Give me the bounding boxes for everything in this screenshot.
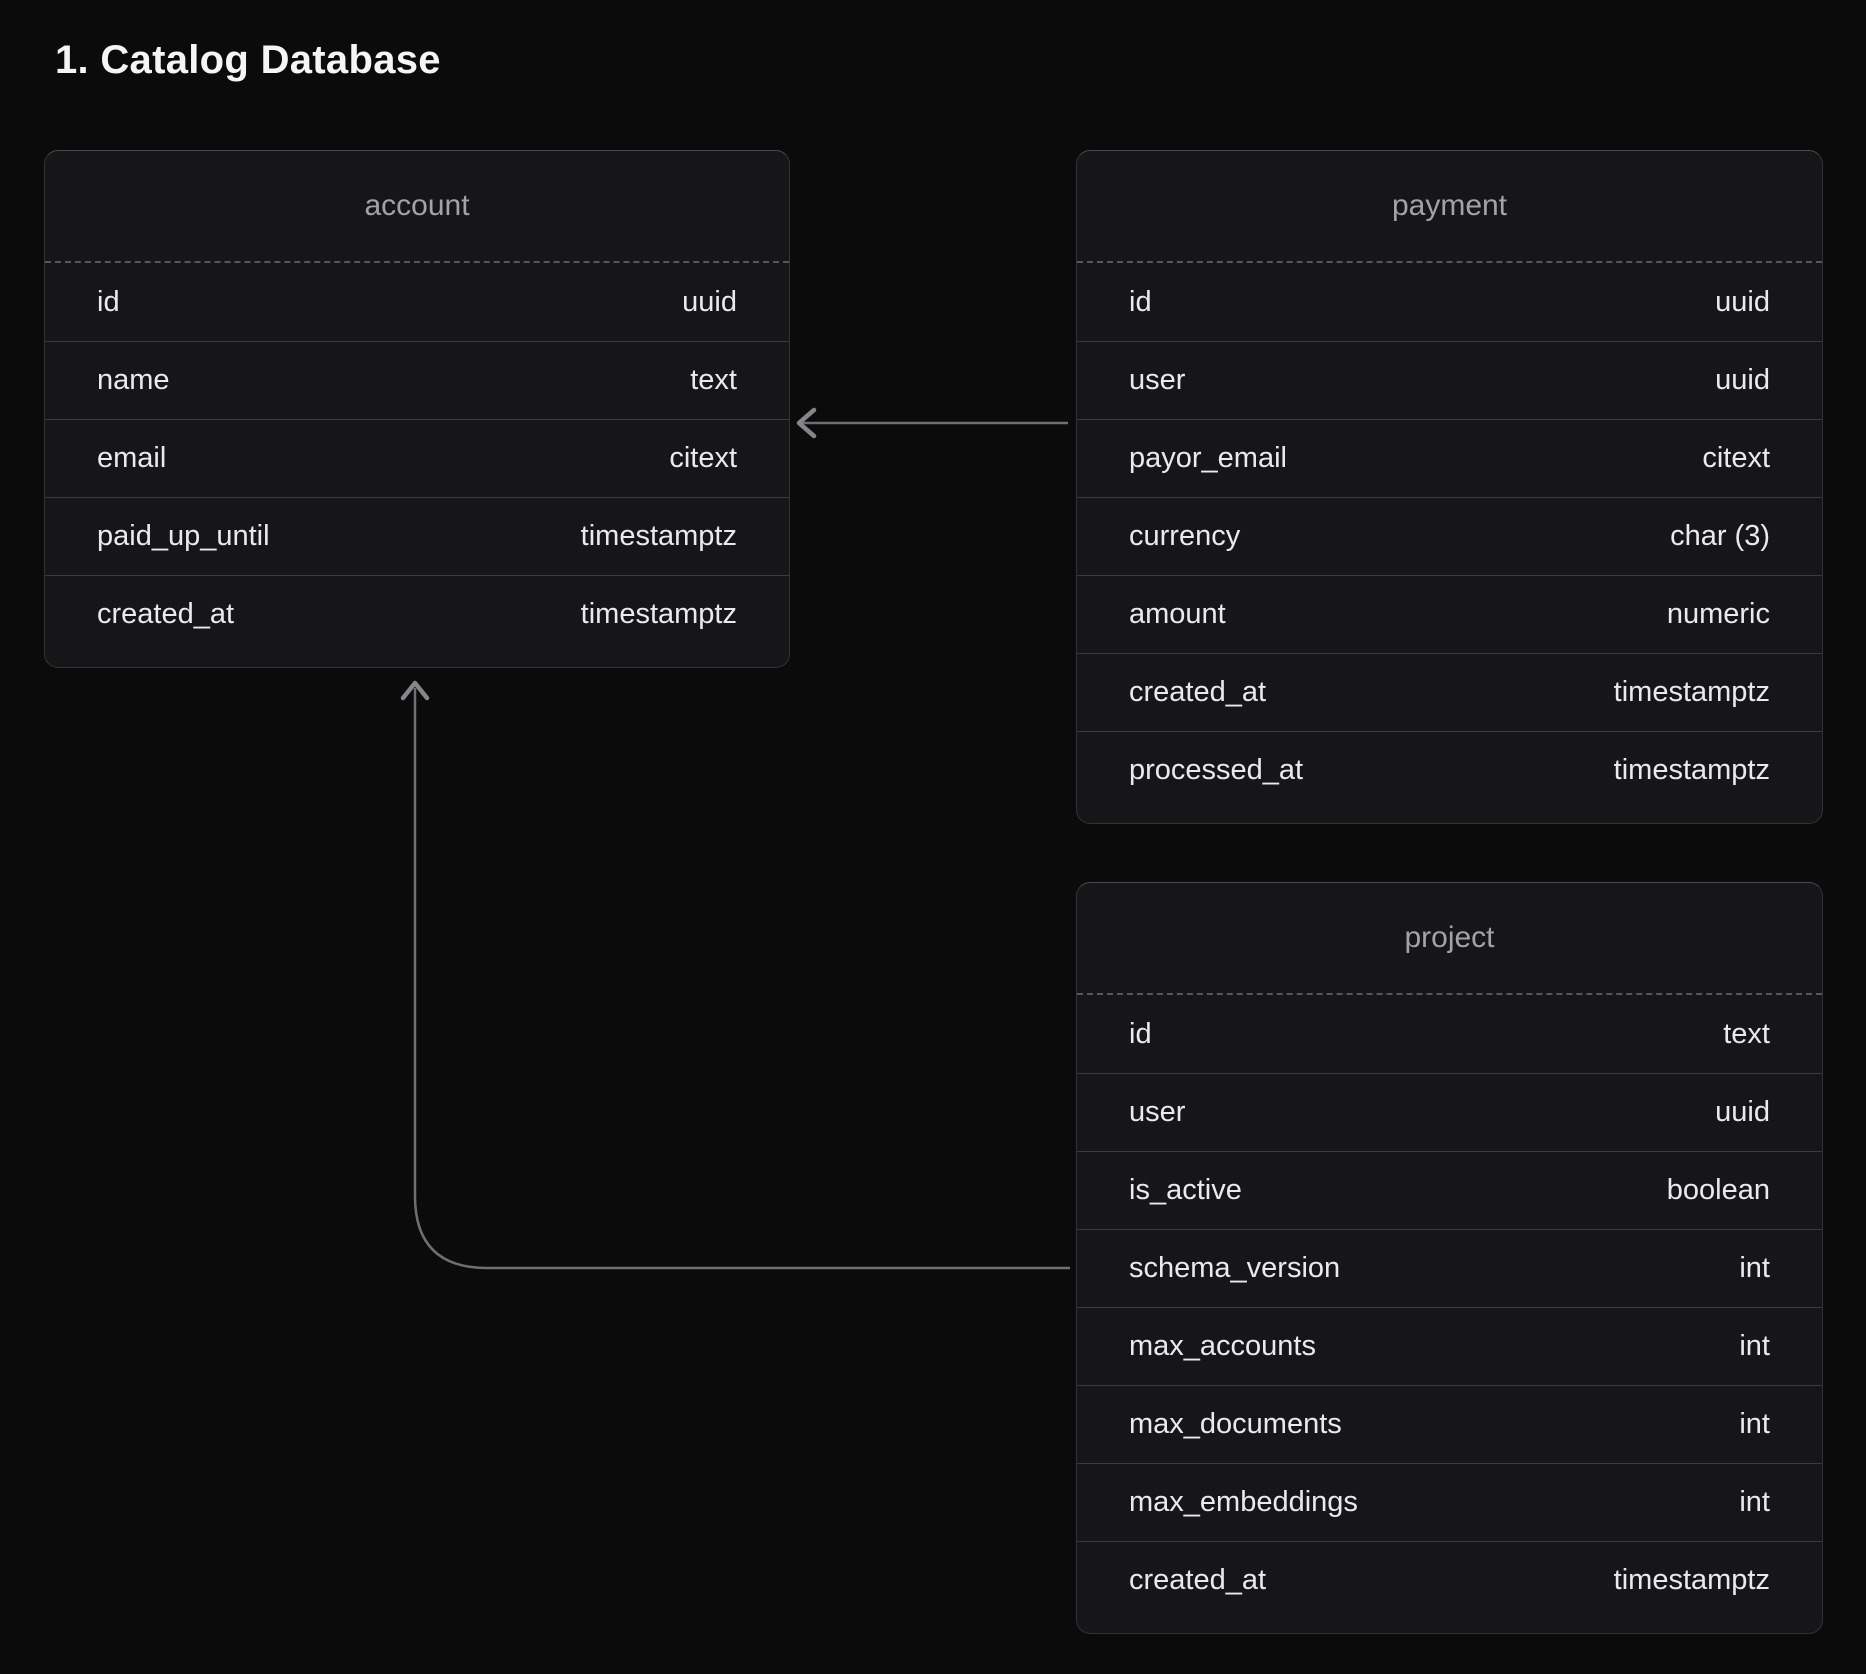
table-card-account[interactable]: account id uuid name text email citext paid_up… (44, 150, 790, 668)
column-type: uuid (1715, 364, 1770, 397)
column-type: boolean (1667, 1174, 1770, 1207)
table-header: project (1077, 883, 1822, 995)
column-type: uuid (1715, 286, 1770, 319)
column-row-processed_at: processed_at timestamptz (1077, 731, 1822, 809)
column-name: schema_version (1129, 1252, 1340, 1285)
page-title: 1. Catalog Database (55, 38, 441, 83)
table-name: project (1404, 921, 1494, 955)
column-name: created_at (1129, 676, 1266, 709)
column-type: uuid (1715, 1096, 1770, 1129)
column-name: processed_at (1129, 754, 1303, 787)
column-name: id (97, 286, 120, 319)
column-name: user (1129, 1096, 1185, 1129)
column-row-created_at: created_at timestamptz (45, 575, 789, 653)
column-row-max_accounts: max_accounts int (1077, 1307, 1822, 1385)
column-name: id (1129, 1018, 1152, 1051)
column-row-max_documents: max_documents int (1077, 1385, 1822, 1463)
column-name: max_embeddings (1129, 1486, 1358, 1519)
column-name: created_at (97, 598, 234, 631)
column-row-id: id text (1077, 995, 1822, 1073)
column-name: max_accounts (1129, 1330, 1316, 1363)
column-row-is_active: is_active boolean (1077, 1151, 1822, 1229)
column-name: amount (1129, 598, 1226, 631)
column-type: text (1723, 1018, 1770, 1051)
table-name: payment (1392, 189, 1507, 223)
column-type: citext (1702, 442, 1770, 475)
table-columns: iduuidnametextemailcitextpaid_up_untilti… (45, 263, 789, 653)
column-name: payor_email (1129, 442, 1287, 475)
column-type: int (1739, 1486, 1770, 1519)
column-name: is_active (1129, 1174, 1242, 1207)
column-row-currency: currency char (3) (1077, 497, 1822, 575)
column-row-id: id uuid (45, 263, 789, 341)
column-name: name (97, 364, 170, 397)
column-name: currency (1129, 520, 1240, 553)
table-name: account (364, 189, 469, 223)
column-type: numeric (1667, 598, 1770, 631)
relation-payment-to-account-arrowhead-icon (799, 410, 814, 436)
table-columns: id text user uuid is_active boolean schema_ver… (1077, 995, 1822, 1619)
column-name: max_documents (1129, 1408, 1342, 1441)
column-row-name: name text (45, 341, 789, 419)
column-type: int (1739, 1330, 1770, 1363)
column-type: text (690, 364, 737, 397)
column-type: timestamptz (1614, 1564, 1770, 1597)
column-type: char (3) (1670, 520, 1770, 553)
column-row-max_embeddings: max_embeddings int (1077, 1463, 1822, 1541)
column-type: timestamptz (1614, 676, 1770, 709)
column-name: created_at (1129, 1564, 1266, 1597)
table-card-project[interactable]: project id text user uuid is_active boolean sc… (1076, 882, 1823, 1634)
column-type: citext (669, 442, 737, 475)
column-name: paid_up_until (97, 520, 270, 553)
column-row-user: user uuid (1077, 1073, 1822, 1151)
table-header: payment (1077, 151, 1822, 263)
table-header: account (45, 151, 789, 263)
column-type: int (1739, 1252, 1770, 1285)
table-card-payment[interactable]: payment id uuid user uuid payor_email citext c… (1076, 150, 1823, 824)
column-type: timestamptz (581, 520, 737, 553)
relation-project-to-account-line (415, 688, 1070, 1268)
column-row-created_at: created_at timestamptz (1077, 653, 1822, 731)
column-row-schema_version: schema_version int (1077, 1229, 1822, 1307)
column-type: int (1739, 1408, 1770, 1441)
column-row-id: id uuid (1077, 263, 1822, 341)
column-name: id (1129, 286, 1152, 319)
column-name: user (1129, 364, 1185, 397)
column-type: timestamptz (1614, 754, 1770, 787)
relation-project-to-account-arrowhead-icon (403, 683, 427, 698)
table-columns: iduuiduseruuidpayor_emailcitextcurrencyc… (1077, 263, 1822, 809)
column-row-payor_email: payor_email citext (1077, 419, 1822, 497)
column-row-created_at: created_at timestamptz (1077, 1541, 1822, 1619)
column-type: uuid (682, 286, 737, 319)
column-row-email: email citext (45, 419, 789, 497)
column-row-amount: amount numeric (1077, 575, 1822, 653)
column-row-user: user uuid (1077, 341, 1822, 419)
column-row-paid_up_until: paid_up_until timestamptz (45, 497, 789, 575)
column-name: email (97, 442, 166, 475)
column-type: timestamptz (581, 598, 737, 631)
